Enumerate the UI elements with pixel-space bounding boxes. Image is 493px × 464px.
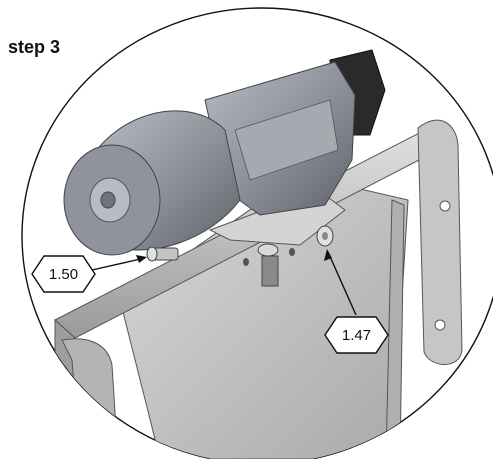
callout-hexagon <box>324 316 389 354</box>
motor-mount-bolt-left <box>146 246 179 262</box>
strap-hole <box>439 200 451 212</box>
mount-plate-bolt-right <box>316 225 334 247</box>
plate-hole <box>243 258 249 266</box>
callout-label: 1.47 <box>342 327 371 344</box>
callout-1-50: 1.50 <box>31 255 96 293</box>
leader-line-1-50 <box>91 255 147 271</box>
callout-hexagon <box>31 255 96 293</box>
callout-1-47: 1.47 <box>324 316 389 354</box>
center-spacer-bolt <box>257 243 279 287</box>
motor-shaft <box>100 191 116 209</box>
plate-hole <box>289 248 295 256</box>
strap-hole <box>434 319 446 331</box>
gearbox-face <box>234 99 339 181</box>
leader-line-1-47 <box>324 249 357 316</box>
step-title: step 3 <box>8 37 61 57</box>
frame-bracket-left <box>61 338 119 460</box>
callout-label: 1.50 <box>49 266 78 283</box>
right-strap <box>417 119 463 365</box>
